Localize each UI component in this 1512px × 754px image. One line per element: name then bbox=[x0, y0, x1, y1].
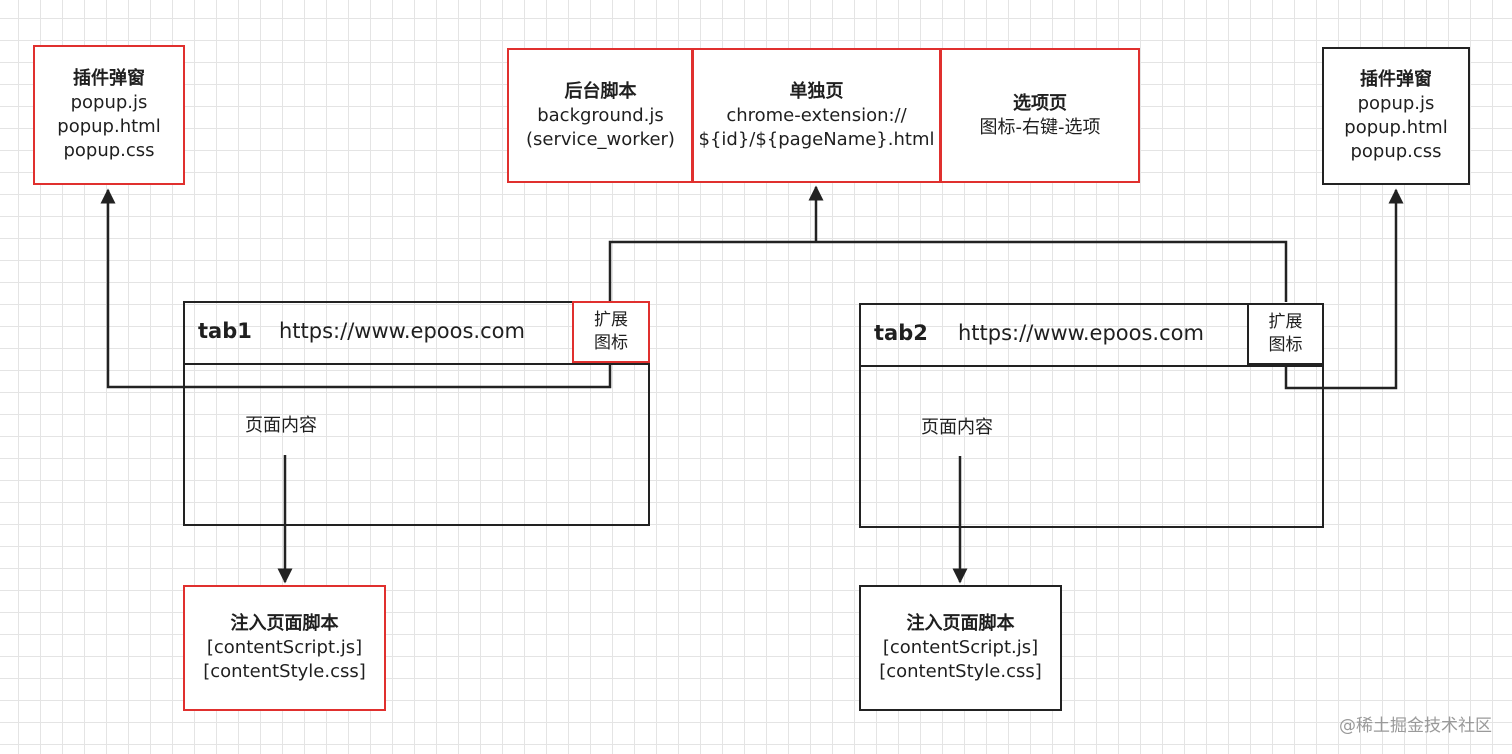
tab-name: tab2 bbox=[874, 321, 928, 345]
inject-script-box-left: 注入页面脚本 [contentScript.js] [contentStyle.… bbox=[183, 585, 386, 711]
divider bbox=[939, 50, 942, 181]
standalone-page-cell: 单独页 chrome-extension:// ${id}/${pageName… bbox=[694, 50, 939, 181]
tab-bar: tab2 https://www.epoos.com bbox=[861, 305, 1322, 367]
extension-icon-label: 扩展 bbox=[594, 310, 628, 330]
inject-script-box-right: 注入页面脚本 [contentScript.js] [contentStyle.… bbox=[859, 585, 1062, 711]
extension-icon-tab1[interactable]: 扩展 图标 bbox=[572, 301, 650, 363]
tab-url: https://www.epoos.com bbox=[279, 319, 525, 343]
extension-icon-label: 图标 bbox=[1268, 335, 1303, 355]
options-line: 图标-右键-选项 bbox=[979, 116, 1101, 138]
tab-bar: tab1 https://www.epoos.com bbox=[185, 303, 648, 365]
options-title: 选项页 bbox=[1013, 92, 1067, 114]
popup-box-right: 插件弹窗 popup.js popup.html popup.css bbox=[1322, 47, 1470, 185]
standalone-title: 单独页 bbox=[789, 80, 844, 102]
arrow-ext1-to-popup bbox=[100, 188, 612, 389]
inject-line: [contentScript.js] bbox=[206, 637, 363, 658]
popup-box-left: 插件弹窗 popup.js popup.html popup.css bbox=[33, 45, 185, 185]
standalone-line: chrome-extension:// bbox=[726, 104, 907, 126]
browser-window-tab1: tab1 https://www.epoos.com 页面内容 bbox=[183, 301, 650, 526]
popup-line: popup.js bbox=[70, 92, 148, 113]
extension-icon-label: 扩展 bbox=[1268, 312, 1303, 332]
tab-name: tab1 bbox=[198, 319, 252, 343]
inject-line: [contentStyle.css] bbox=[879, 661, 1042, 682]
arrow-ext2-to-popup bbox=[1284, 188, 1404, 390]
popup-title: 插件弹窗 bbox=[73, 68, 145, 89]
extension-pages-group: 后台脚本 background.js (service_worker) 单独页 … bbox=[507, 48, 1140, 183]
page-content-label: 页面内容 bbox=[921, 417, 993, 438]
popup-line: popup.css bbox=[63, 140, 155, 161]
standalone-line: ${id}/${pageName}.html bbox=[698, 128, 935, 150]
page-content-label: 页面内容 bbox=[245, 415, 317, 436]
options-page-cell: 选项页 图标-右键-选项 bbox=[942, 50, 1138, 181]
extension-icon-label: 图标 bbox=[594, 333, 628, 353]
extension-icon-tab2[interactable]: 扩展 图标 bbox=[1247, 303, 1324, 365]
background-script-cell: 后台脚本 background.js (service_worker) bbox=[509, 50, 692, 181]
background-line: background.js bbox=[537, 104, 664, 126]
popup-line: popup.html bbox=[1344, 117, 1448, 138]
popup-line: popup.js bbox=[1357, 93, 1435, 114]
tab-url: https://www.epoos.com bbox=[958, 321, 1204, 345]
browser-window-tab2: tab2 https://www.epoos.com 页面内容 bbox=[859, 303, 1324, 528]
background-line: (service_worker) bbox=[526, 128, 675, 150]
popup-line: popup.html bbox=[57, 116, 161, 137]
inject-line: [contentStyle.css] bbox=[203, 661, 366, 682]
line-ext1-to-top bbox=[608, 240, 1288, 302]
divider bbox=[691, 50, 694, 181]
background-title: 后台脚本 bbox=[564, 80, 637, 102]
inject-title: 注入页面脚本 bbox=[230, 613, 339, 634]
popup-line: popup.css bbox=[1350, 141, 1442, 162]
watermark: @稀土掘金技术社区 bbox=[1339, 716, 1492, 736]
inject-line: [contentScript.js] bbox=[882, 637, 1039, 658]
popup-title: 插件弹窗 bbox=[1360, 69, 1432, 90]
inject-title: 注入页面脚本 bbox=[906, 613, 1015, 634]
